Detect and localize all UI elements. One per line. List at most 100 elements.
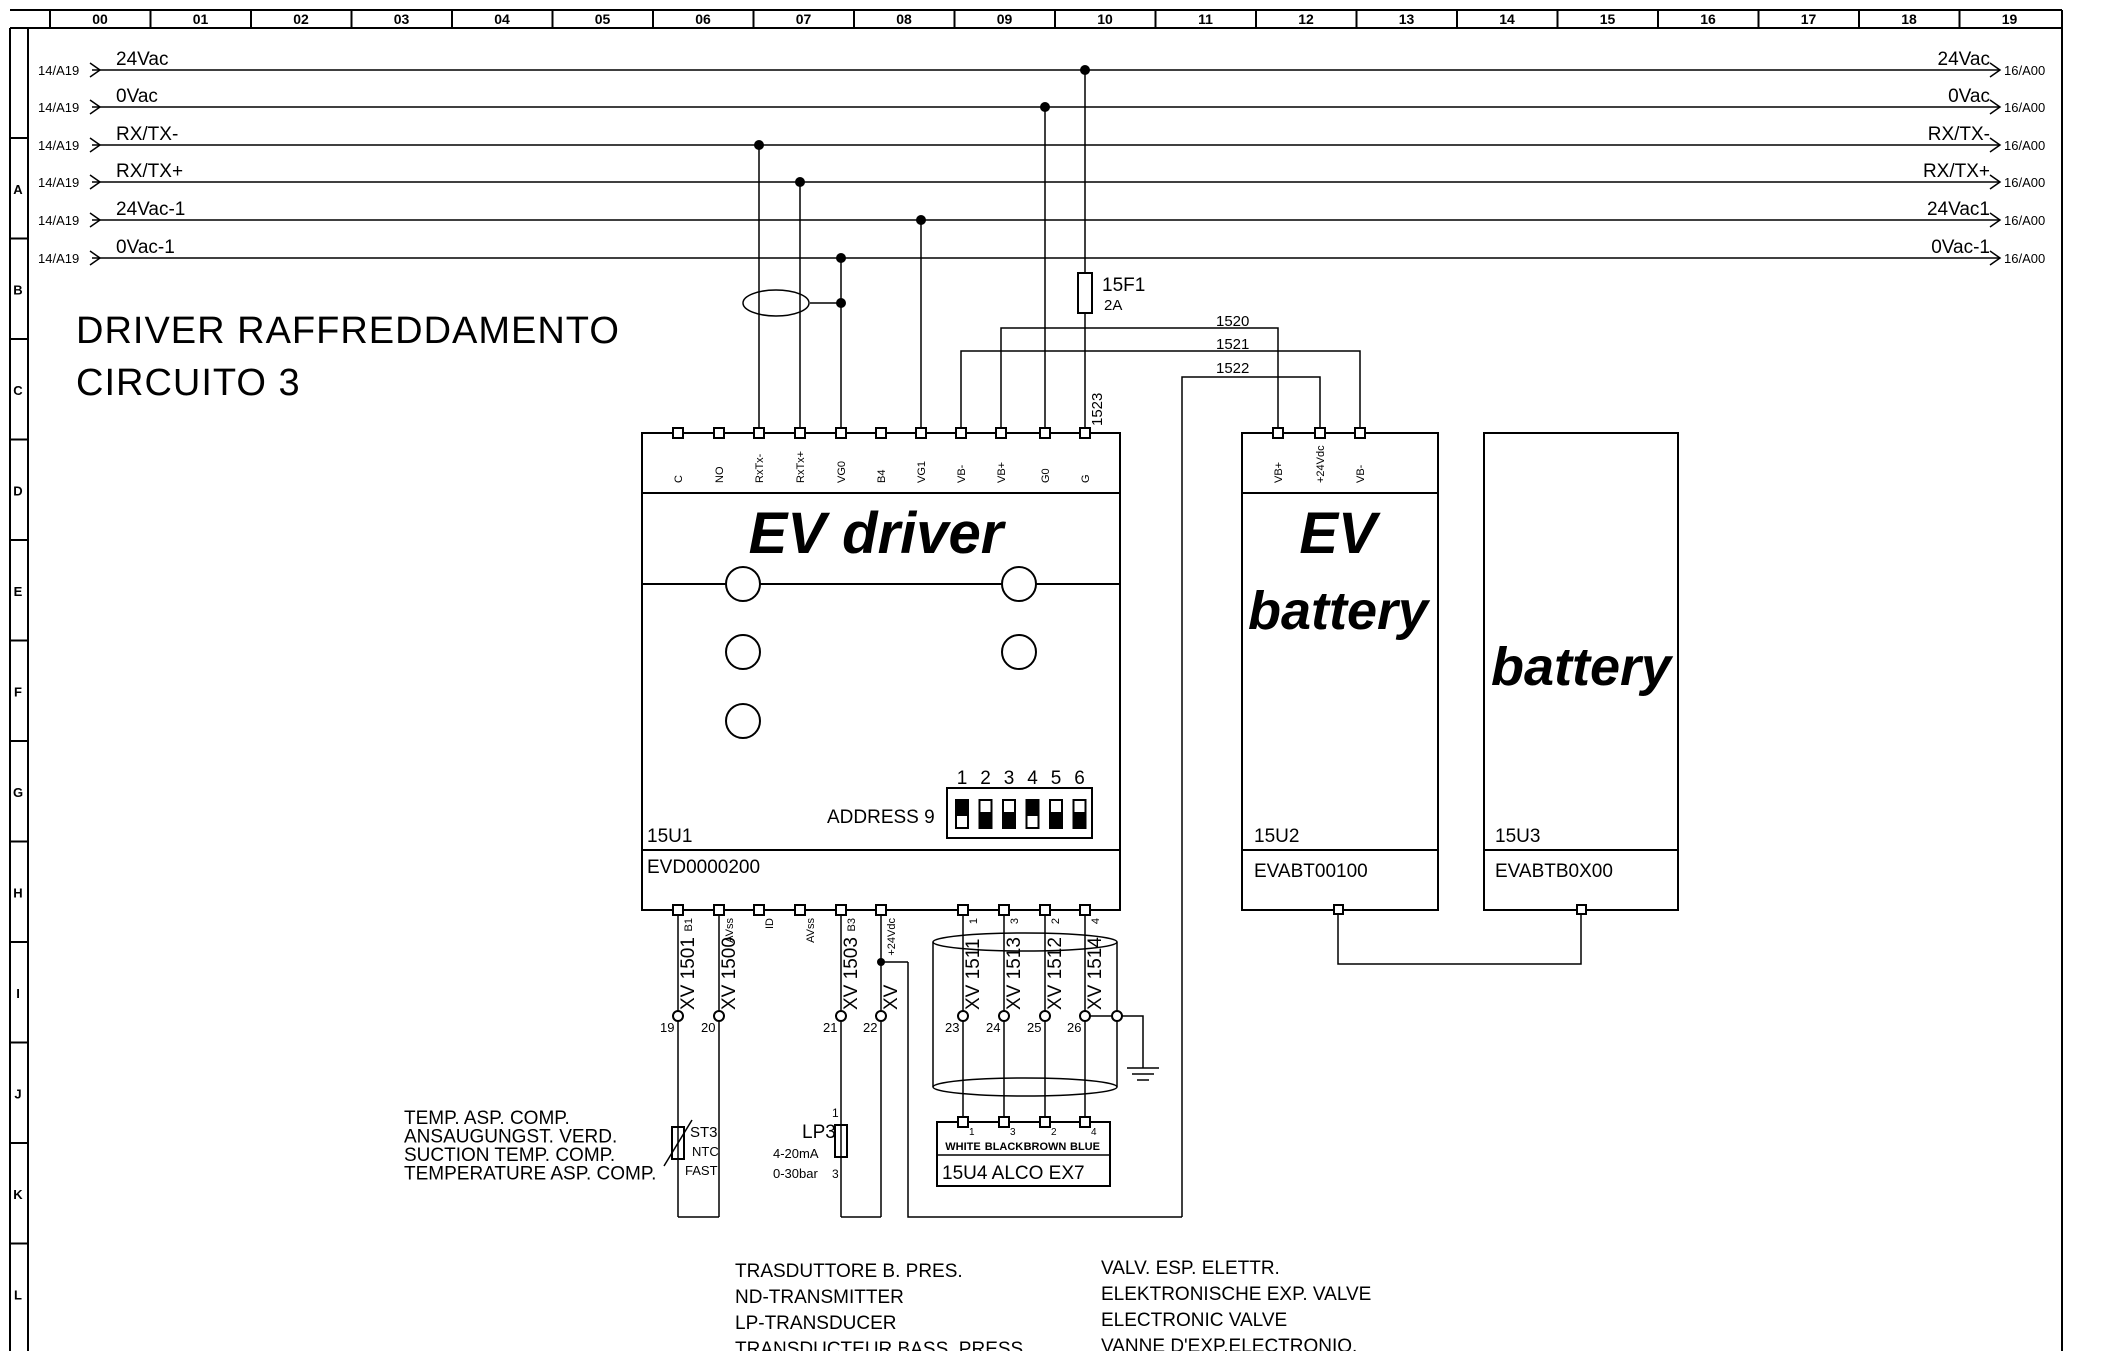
column-label-12: 12	[1298, 11, 1314, 27]
column-label-07: 07	[796, 11, 812, 27]
st3_desc-line: SUCTION TEMP. COMP.	[404, 1145, 615, 1166]
terminal-number: 22	[863, 1020, 877, 1035]
row-label-C: C	[13, 383, 23, 398]
wire-terminal	[835, 1010, 847, 1022]
cable-label: XV 1514	[1085, 937, 1106, 1010]
battery-model: EVABTB0X00	[1495, 861, 1613, 882]
bus-ref-out: 16/A00	[2004, 175, 2045, 190]
bus-ref-in: 14/A19	[38, 213, 79, 228]
valve-pin: 3	[1010, 1127, 1016, 1138]
driver-bottom-terminal-label: 1	[968, 918, 980, 924]
column-label-11: 11	[1198, 11, 1213, 27]
bus-ref-in: 14/A19	[38, 251, 79, 266]
column-label-15: 15	[1600, 11, 1616, 27]
bus-label-left: 0Vac	[116, 86, 158, 107]
dip-switch-number: 3	[1004, 768, 1015, 789]
fuse-id: 15F1	[1102, 275, 1145, 296]
driver-bottom-terminal-label: 2	[1050, 918, 1062, 924]
driver-led-4	[1001, 634, 1037, 670]
column-label-10: 10	[1097, 11, 1113, 27]
column-label-05: 05	[595, 11, 611, 27]
wire-terminal	[957, 1010, 969, 1022]
driver-bottom-terminal-label: B3	[846, 918, 858, 931]
shield-ferrite-symbol	[742, 289, 810, 317]
wire-terminal	[998, 1010, 1010, 1022]
driver-top-terminal-label: G	[1080, 474, 1092, 483]
ev-driver-title: EV driver	[749, 501, 1007, 566]
wire-1522-label: 1522	[1216, 360, 1249, 377]
bus-label-right: 0Vac-1	[1931, 237, 1990, 258]
lp3-signal: 4-20mA	[773, 1146, 819, 1161]
bus-label-left: 24Vac-1	[116, 199, 185, 220]
wire-terminal	[1111, 1010, 1123, 1022]
lp3-pin1: 1	[832, 1106, 839, 1120]
st3-speed: FAST	[685, 1163, 718, 1178]
driver-led-2	[1001, 566, 1037, 602]
row-label-G: G	[13, 785, 23, 800]
bus-ref-out: 16/A00	[2004, 100, 2045, 115]
dip-switch-number: 5	[1051, 768, 1062, 789]
bus-ref-out: 16/A00	[2004, 213, 2045, 228]
valve-description: VALV. ESP. ELETTR.ELEKTRONISCHE EXP. VAL…	[1101, 1258, 1371, 1351]
column-label-03: 03	[394, 11, 410, 27]
bus-ref-out: 16/A00	[2004, 138, 2045, 153]
bus-ref-in: 14/A19	[38, 175, 79, 190]
bus-label-right: 24Vac1	[1927, 199, 1990, 220]
fuse-rating: 2A	[1104, 297, 1122, 314]
st3-type: NTC	[692, 1144, 719, 1159]
valve_desc-line: ELECTRONIC VALVE	[1101, 1310, 1287, 1331]
diagram-title-line2: CIRCUITO 3	[76, 362, 301, 404]
bus-label-left: RX/TX+	[116, 161, 183, 182]
column-label-04: 04	[494, 11, 510, 27]
column-label-16: 16	[1700, 11, 1716, 27]
column-label-06: 06	[695, 11, 711, 27]
bus-ref-in: 14/A19	[38, 138, 79, 153]
battery-id: 15U3	[1495, 826, 1540, 847]
dip-switch-number: 1	[957, 768, 968, 789]
wire-terminal	[875, 1010, 887, 1022]
wire-terminal	[672, 1010, 684, 1022]
valve_desc-line: ELEKTRONISCHE EXP. VALVE	[1101, 1284, 1371, 1305]
dip-switch-number: 2	[980, 768, 991, 789]
st3_desc-line: TEMP. ASP. COMP.	[404, 1108, 570, 1129]
valve-pin: 1	[969, 1127, 975, 1138]
wire-1520-label: 1520	[1216, 313, 1249, 330]
valve-pin: 2	[1051, 1127, 1057, 1138]
terminal-number: 23	[945, 1020, 959, 1035]
driver-bottom-terminal-label: B1	[683, 918, 695, 931]
lp3-description: TRASDUTTORE B. PRES.ND-TRANSMITTERLP-TRA…	[735, 1261, 1029, 1351]
valve-15u4	[936, 1121, 1111, 1187]
driver-bottom-terminal-label: ID	[764, 918, 776, 929]
terminal-number: 19	[660, 1020, 674, 1035]
driver-top-terminal-label: VB+	[996, 462, 1008, 483]
row-label-L: L	[14, 1288, 22, 1303]
driver-top-terminal-label: VG1	[916, 461, 928, 483]
cable-label: XV	[881, 984, 902, 1010]
terminal-number: 25	[1027, 1020, 1041, 1035]
bus-ref-in: 14/A19	[38, 100, 79, 115]
column-label-18: 18	[1901, 11, 1917, 27]
battery-terminal-label: +24Vdc	[1315, 445, 1327, 483]
wire-1521-label: 1521	[1216, 336, 1249, 353]
row-label-J: J	[14, 1087, 21, 1102]
lp3-range: 0-30bar	[773, 1166, 818, 1181]
bus-drops	[742, 65, 1093, 433]
address-dip-switch	[946, 787, 1093, 839]
lp3-id: LP3	[802, 1122, 836, 1143]
battery-title: battery	[1491, 637, 1674, 697]
driver-led-5	[725, 703, 761, 739]
cable-label: XV 1513	[1004, 937, 1025, 1010]
battery-terminal-label: VB-	[1355, 464, 1367, 483]
column-label-13: 13	[1399, 11, 1415, 27]
sensor-cabling	[663, 914, 1182, 1218]
cable-label: XV 1503	[841, 937, 862, 1010]
ev-battery-model: EVABT00100	[1254, 861, 1368, 882]
row-label-H: H	[13, 886, 22, 901]
ev-battery-title-1: EV	[1299, 501, 1381, 566]
valve-wire-color: WHITE	[945, 1141, 980, 1153]
